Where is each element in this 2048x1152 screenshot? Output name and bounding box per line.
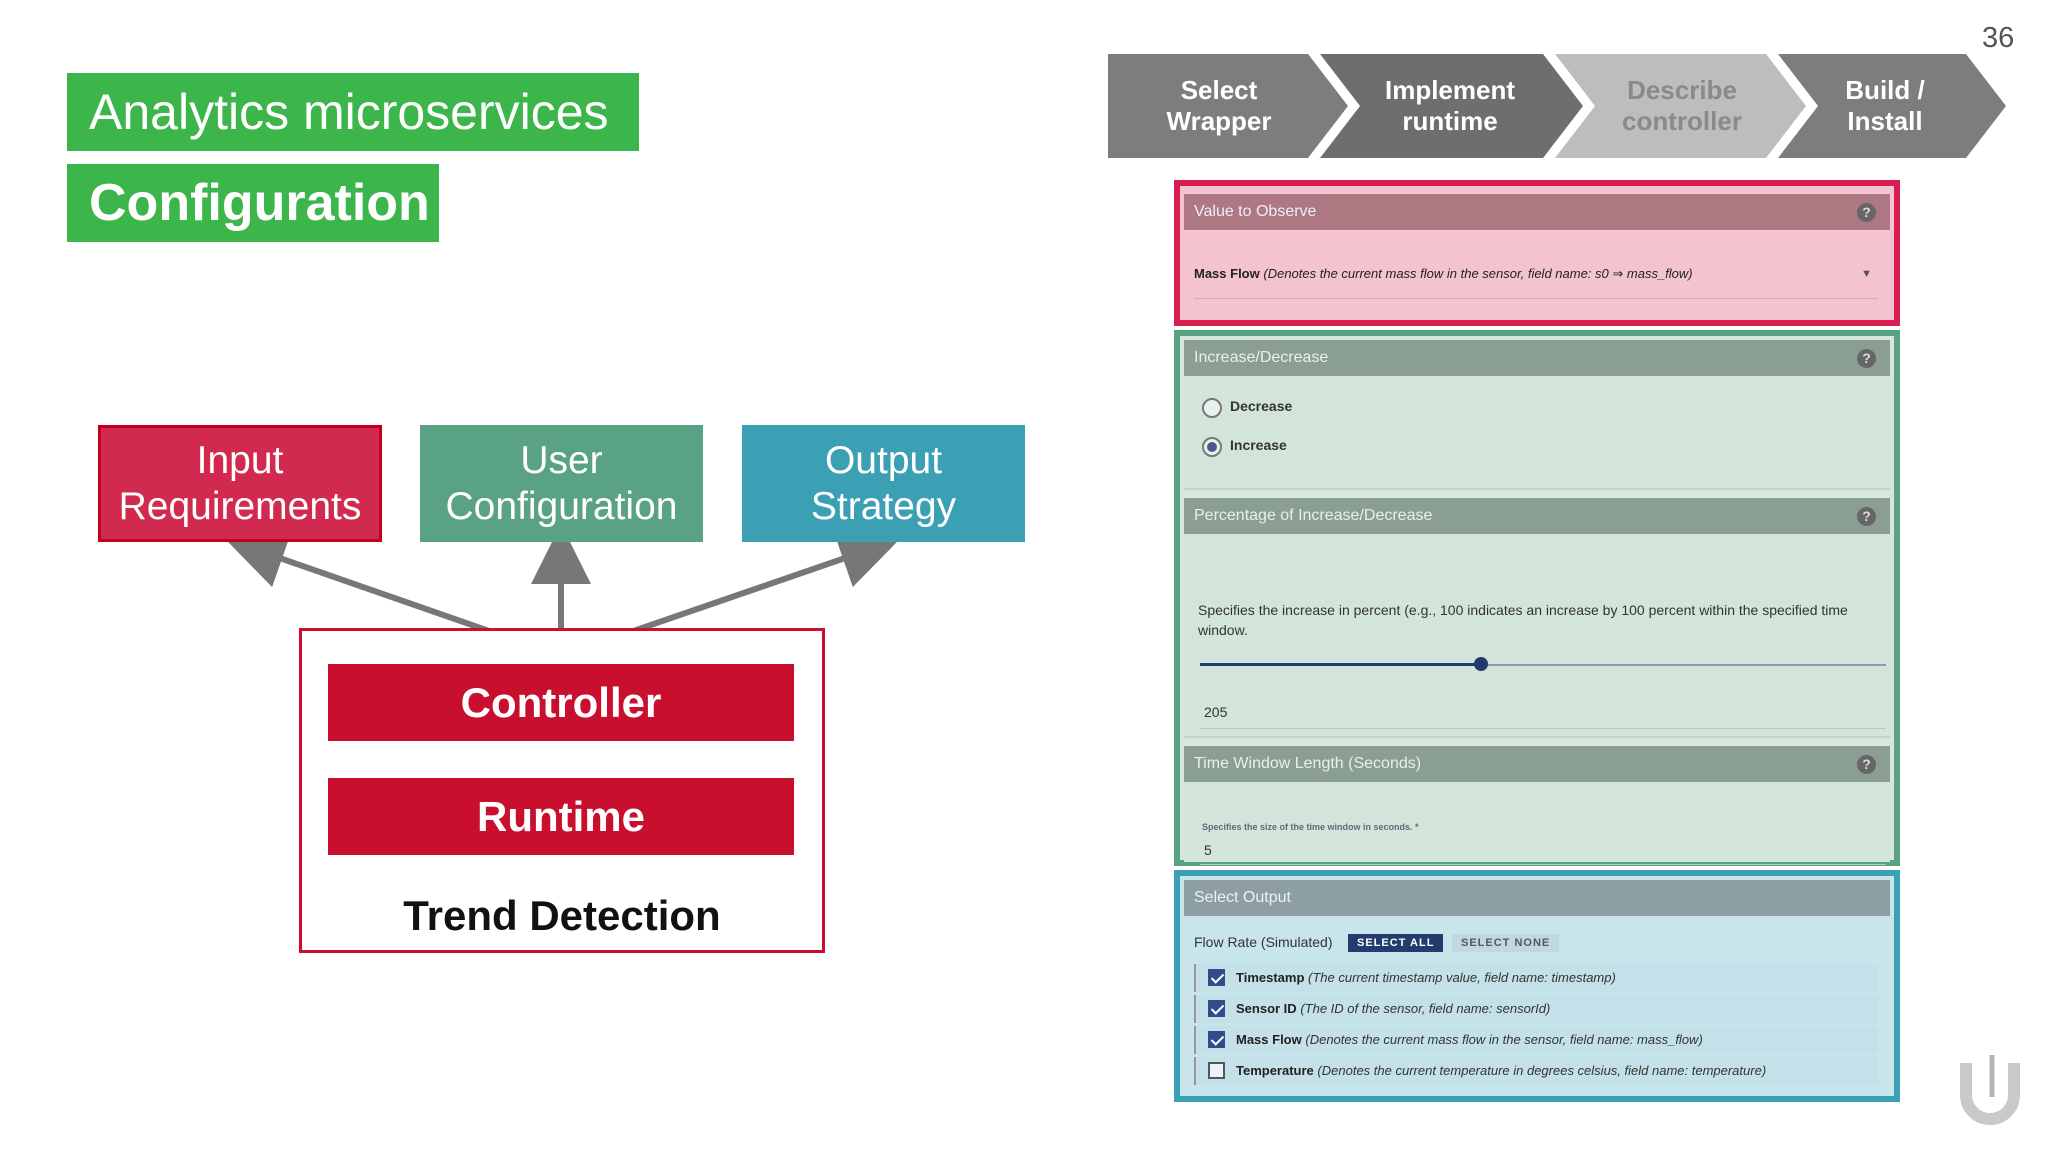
percentage-title: Percentage of Increase/Decrease	[1194, 507, 1433, 524]
trend-detection-label: Trend Detection	[403, 892, 721, 939]
percentage-description: Specifies the increase in percent (e.g.,…	[1198, 602, 1848, 638]
pipeline-step-1-shape	[1108, 54, 1348, 158]
panel-user-configuration: Increase/Decrease ? Decrease Increase Pe…	[1174, 330, 1900, 866]
output-item-desc: (Denotes the current mass flow in the se…	[1305, 1032, 1703, 1047]
radio-decrease-label: Decrease	[1230, 398, 1293, 414]
pipeline-step-2-shape	[1320, 54, 1583, 158]
percentage-input-underline	[1200, 728, 1886, 729]
value-to-observe-select[interactable]: Mass Flow (Denotes the current mass flow…	[1194, 266, 1878, 299]
step-4-line2: Install	[1847, 106, 1923, 136]
output-item-text: Temperature (Denotes the current tempera…	[1236, 1063, 1766, 1078]
radio-increase-label: Increase	[1230, 437, 1287, 453]
increase-decrease-header: Increase/Decrease ?	[1184, 340, 1890, 376]
output-item-name: Temperature	[1236, 1063, 1314, 1078]
percentage-section: Specifies the increase in percent (e.g.,…	[1184, 534, 1890, 738]
radio-decrease[interactable]	[1202, 398, 1222, 418]
select-output-header: Select Output	[1184, 880, 1890, 916]
step-1-line1: Select	[1180, 75, 1258, 105]
caret-down-icon[interactable]: ▼	[1861, 268, 1872, 280]
select-output-title: Select Output	[1194, 889, 1291, 906]
help-icon[interactable]: ?	[1857, 755, 1876, 774]
panel-value-to-observe: Value to Observe ? Mass Flow (Denotes th…	[1174, 180, 1900, 326]
increase-decrease-section: Decrease Increase	[1184, 376, 1890, 490]
output-item-sensor-id[interactable]: Sensor ID (The ID of the sensor, field n…	[1194, 995, 1878, 1023]
checkbox-temperature[interactable]	[1208, 1062, 1225, 1079]
output-item-text: Mass Flow (Denotes the current mass flow…	[1236, 1032, 1703, 1047]
time-window-title: Time Window Length (Seconds)	[1194, 755, 1422, 772]
output-source-label: Flow Rate (Simulated)	[1194, 934, 1333, 950]
box-input-line1: Input	[196, 438, 284, 482]
box-user-line2: Configuration	[445, 484, 678, 528]
step-3-line2: controller	[1622, 106, 1742, 136]
step-2-line2: runtime	[1402, 106, 1498, 136]
time-window-input[interactable]: 5	[1204, 842, 1212, 858]
output-item-text: Sensor ID (The ID of the sensor, field n…	[1236, 1001, 1550, 1016]
output-item-name: Sensor ID	[1236, 1001, 1297, 1016]
checkbox-sensor-id[interactable]	[1208, 1000, 1225, 1017]
help-icon[interactable]: ?	[1857, 507, 1876, 526]
step-4-line1: Build /	[1845, 75, 1925, 105]
select-all-button[interactable]: SELECT ALL	[1348, 934, 1444, 952]
value-selected-name: Mass Flow	[1194, 266, 1260, 281]
help-icon[interactable]: ?	[1857, 203, 1876, 222]
time-window-header: Time Window Length (Seconds) ?	[1184, 746, 1890, 782]
checkbox-timestamp[interactable]	[1208, 969, 1225, 986]
time-window-input-underline	[1200, 864, 1886, 865]
pipeline-step-build-install: Build /Install	[1780, 54, 1990, 158]
percentage-input[interactable]: 205	[1204, 704, 1228, 720]
help-icon[interactable]: ?	[1857, 349, 1876, 368]
radio-increase[interactable]	[1202, 437, 1222, 457]
percentage-header: Percentage of Increase/Decrease ?	[1184, 498, 1890, 534]
time-window-section: Specifies the size of the time window in…	[1184, 782, 1890, 865]
pipeline-step-3-shape	[1555, 54, 1806, 158]
output-item-desc: (Denotes the current temperature in degr…	[1317, 1063, 1767, 1078]
value-selected-desc: (Denotes the current mass flow in the se…	[1263, 266, 1693, 281]
slide-number: 36	[1982, 22, 2015, 54]
step-3-line1: Describe	[1627, 75, 1737, 105]
output-item-text: Timestamp (The current timestamp value, …	[1236, 970, 1616, 985]
output-item-desc: (The ID of the sensor, field name: senso…	[1300, 1001, 1551, 1016]
title-configuration: Configuration	[67, 164, 439, 242]
output-item-name: Mass Flow	[1236, 1032, 1302, 1047]
panel-select-output: Select Output Flow Rate (Simulated) SELE…	[1174, 870, 1900, 1102]
pipeline-step-4-shape	[1778, 54, 2006, 158]
output-item-temperature[interactable]: Temperature (Denotes the current tempera…	[1194, 1057, 1878, 1085]
box-output-line2: Strategy	[810, 484, 957, 528]
box-input-line2: Requirements	[118, 484, 362, 528]
value-to-observe-title: Value to Observe	[1194, 203, 1317, 220]
percentage-slider-track[interactable]	[1200, 664, 1886, 666]
value-to-observe-header: Value to Observe ?	[1184, 194, 1890, 230]
increase-decrease-title: Increase/Decrease	[1194, 349, 1329, 366]
checkbox-mass-flow[interactable]	[1208, 1031, 1225, 1048]
select-none-button[interactable]: SELECT NONE	[1452, 934, 1560, 952]
step-2-line1: Implement	[1384, 75, 1516, 105]
output-item-timestamp[interactable]: Timestamp (The current timestamp value, …	[1194, 964, 1878, 992]
output-item-mass-flow[interactable]: Mass Flow (Denotes the current mass flow…	[1194, 1026, 1878, 1054]
title-analytics-microservices: Analytics microservices	[67, 73, 639, 151]
box-user-line1: User	[520, 438, 603, 482]
percentage-slider-fill	[1200, 663, 1482, 666]
output-item-name: Timestamp	[1236, 970, 1305, 985]
time-window-description: Specifies the size of the time window in…	[1202, 822, 1419, 832]
step-1-line2: Wrapper	[1166, 106, 1272, 136]
output-item-desc: (The current timestamp value, field name…	[1308, 970, 1616, 985]
percentage-slider-thumb[interactable]	[1474, 657, 1489, 671]
streampipes-logo-icon	[1960, 1053, 2020, 1125]
controller-bar: Controller	[328, 664, 794, 741]
box-output-line1: Output	[824, 438, 943, 482]
pipeline-steps	[1108, 54, 2006, 158]
runtime-bar: Runtime	[328, 778, 794, 855]
